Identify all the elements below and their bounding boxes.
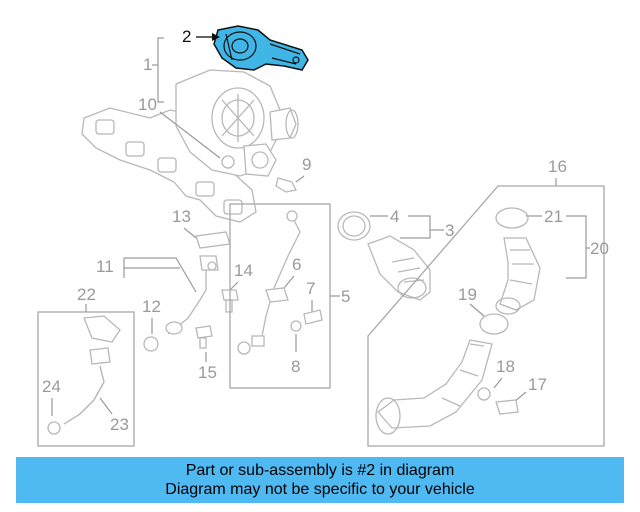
part-3-intake-duct: [367, 235, 431, 301]
callout-23: 23: [110, 415, 129, 434]
callout-18-leader: [493, 377, 503, 389]
callout-8: 8: [291, 357, 300, 376]
part-18-grommet: [477, 387, 491, 401]
part-12-washer: [143, 336, 159, 352]
part-23-hose: [63, 365, 105, 425]
callout-1-bracket: [152, 37, 164, 103]
group-box-16: [367, 185, 605, 447]
part-9-bolt: [275, 177, 297, 193]
callout-15: 15: [198, 363, 217, 382]
part-24-clip: [47, 421, 61, 435]
turbocharger-manifold: [81, 69, 299, 223]
part-22-bracket: [83, 315, 121, 365]
callout-3-4-bracket: [370, 215, 444, 239]
callout-18: 18: [496, 357, 515, 376]
callout-9: 9: [302, 155, 311, 174]
callout-13-leader: [183, 227, 197, 239]
callout-22: 22: [77, 285, 96, 304]
callout-17: 17: [528, 375, 547, 394]
part-4-seal-ring: [337, 211, 371, 241]
callout-9-leader: [295, 175, 305, 183]
part-8-washer: [290, 320, 302, 332]
banner-line-1: Part or sub-assembly is #2 in diagram: [185, 462, 455, 479]
callout-3: 3: [445, 221, 454, 240]
part-20-hose: [495, 207, 541, 315]
callout-21: 21: [544, 207, 563, 226]
part-6-clamp: [265, 287, 289, 303]
callout-11: 11: [96, 257, 114, 276]
callout-10-leader: [159, 111, 221, 159]
callout-13: 13: [172, 207, 191, 226]
callout-19-leader: [469, 303, 485, 317]
part-11-oil-pipe: [165, 255, 219, 335]
part-15-bolt: [195, 325, 213, 349]
callout-11-bracket: [123, 257, 197, 293]
callout-20: 20: [590, 239, 609, 258]
callout-20-bracket: [566, 215, 590, 279]
banner-line-2: Diagram may not be specific to your vehi…: [165, 481, 475, 498]
part-16-pipe: [375, 339, 493, 435]
callout-1: 1: [143, 55, 152, 74]
callout-4: 4: [390, 207, 399, 226]
callout-23-leader: [99, 397, 113, 415]
callout-6-leader: [283, 275, 295, 289]
callout-16: 16: [548, 157, 567, 176]
callout-10: 10: [138, 95, 157, 114]
part-5-pipe: [237, 210, 301, 355]
callout-14: 14: [234, 261, 253, 280]
callout-2-arrow: [212, 33, 220, 41]
callout-24: 24: [42, 377, 61, 396]
part-7-bolt: [303, 309, 323, 325]
callout-7: 7: [306, 279, 315, 298]
part-17-sensor: [495, 399, 519, 415]
part-2-highlighted[interactable]: [213, 25, 309, 71]
part-13-gasket: [195, 231, 231, 249]
callout-12: 12: [142, 297, 161, 316]
part-19-clamp: [479, 313, 509, 335]
callout-5: 5: [341, 287, 350, 306]
callout-14-leader: [229, 281, 239, 291]
info-banner: Part or sub-assembly is #2 in diagram Di…: [16, 457, 624, 503]
callout-2: 2: [182, 27, 191, 46]
callout-19: 19: [458, 285, 477, 304]
callout-6: 6: [292, 255, 301, 274]
